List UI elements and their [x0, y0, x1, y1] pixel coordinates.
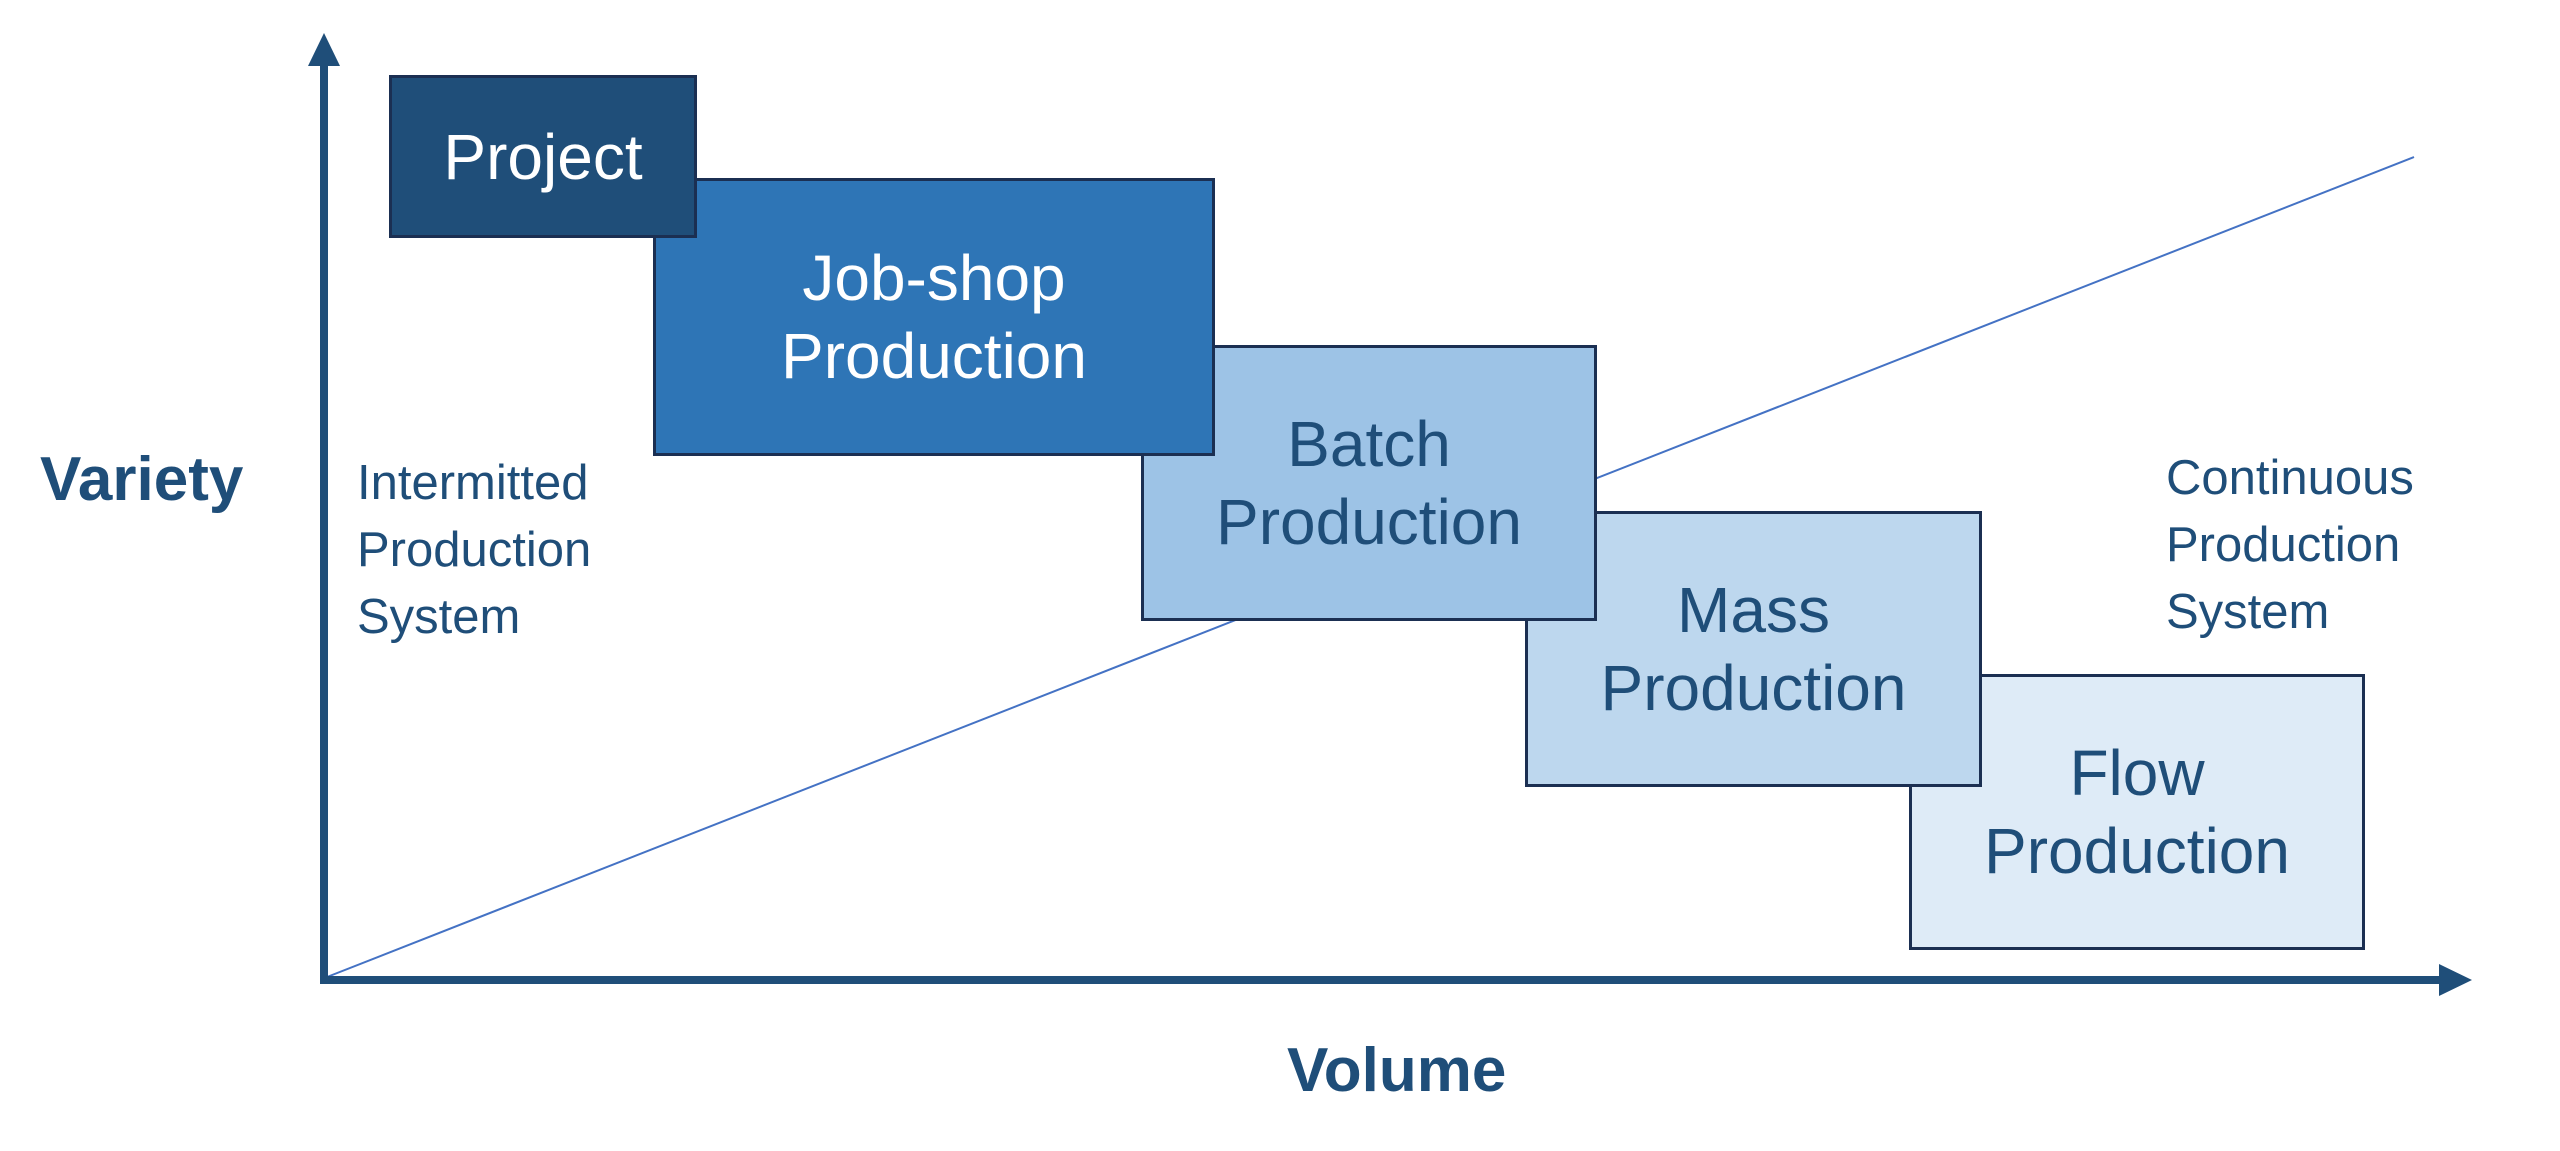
box-line: Flow — [2069, 737, 2205, 809]
project-box: Project — [389, 75, 697, 238]
box-line: Production — [781, 320, 1087, 392]
y-axis-title: Variety — [40, 445, 244, 514]
intermittent-system-label: Intermitted Production System — [357, 450, 591, 651]
box-line: Production — [1216, 486, 1522, 558]
x-axis-title: Volume — [1287, 1036, 1507, 1105]
box-line: Batch — [1287, 408, 1451, 480]
job-shop-production-box: Job-shop Production — [653, 178, 1215, 456]
label-line: System — [357, 590, 521, 644]
label-line: Production — [357, 523, 592, 577]
label-line: Continuous — [2166, 451, 2414, 505]
label-line: Intermitted — [357, 456, 589, 510]
batch-production-box: Batch Production — [1141, 345, 1597, 621]
flow-production-box: Flow Production — [1909, 674, 2365, 950]
label-line: Production — [2166, 518, 2401, 572]
box-line: Project — [443, 120, 643, 193]
box-line: Mass — [1677, 574, 1830, 646]
continuous-system-label: Continuous Production System — [2166, 445, 2414, 646]
box-line: Production — [1600, 652, 1907, 724]
y-axis-arrow-icon — [308, 33, 340, 66]
mass-production-box: Mass Production — [1525, 511, 1982, 787]
label-line: System — [2166, 585, 2330, 639]
box-line: Job-shop — [802, 242, 1066, 314]
box-line: Production — [1984, 815, 2290, 887]
x-axis-arrow-icon — [2439, 964, 2472, 996]
